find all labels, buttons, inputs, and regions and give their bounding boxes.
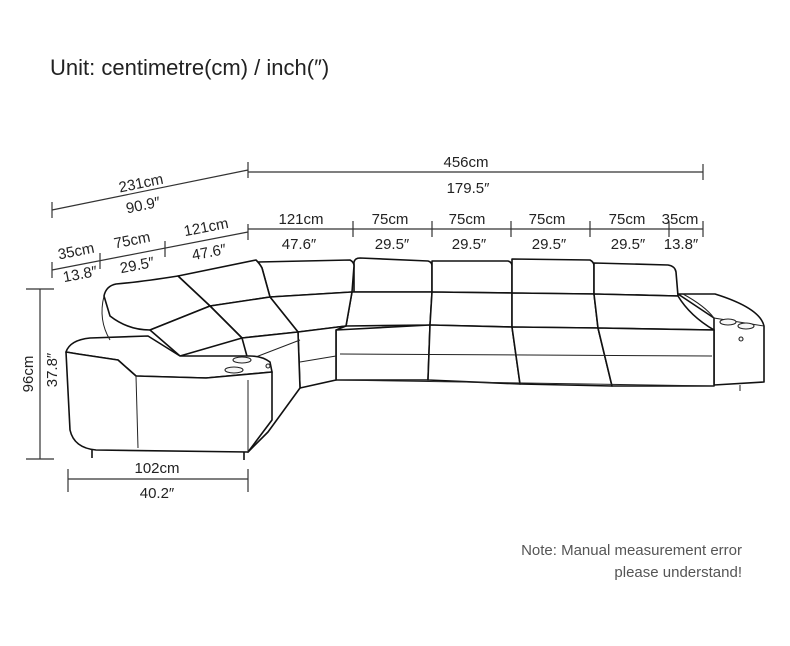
height-cm-label: 96cm [20, 356, 37, 393]
corner-in-label: 47.6″ [282, 236, 317, 253]
seat-back-2 [429, 291, 513, 328]
seat1-cm-label: 75cm [372, 211, 409, 228]
total-width-in-label: 179.5″ [447, 180, 491, 197]
seat-front-1 [335, 324, 431, 381]
note-line-2: please understand! [614, 564, 742, 581]
corner-cm-label: 121cm [278, 211, 323, 228]
right-arm-cm-label: 35cm [662, 211, 699, 228]
seat2-in-label: 29.5″ [452, 236, 487, 253]
left-cup-holder-1 [232, 356, 252, 364]
back-cushion-3 [511, 258, 595, 295]
seat3-cm-label: 75cm [529, 211, 566, 228]
unit-title: Unit: centimetre(cm) / inch(″) [50, 55, 329, 81]
unit-label: Unit: [50, 55, 96, 80]
left-arm-in-label: 13.8″ [62, 263, 100, 286]
sectional-sofa [65, 257, 765, 460]
measurement-note: Note: Manual measurement error please un… [521, 540, 742, 584]
left-button [265, 363, 271, 369]
left-segment-dimension [51, 224, 249, 278]
seat-front-3 [511, 326, 613, 387]
seat-back-3 [511, 292, 599, 329]
left-depth-dimension [51, 162, 249, 218]
left-arm-front [65, 351, 273, 453]
seat-back-1 [345, 291, 433, 327]
total-width-cm-label: 456cm [443, 154, 488, 171]
left-seat-cm-label: 75cm [113, 229, 152, 253]
left-seat-in-label: 29.5″ [119, 254, 157, 277]
note-line-1: Note: Manual measurement error [521, 542, 742, 559]
left-depth-cm-label: 231cm [117, 171, 165, 197]
back-cushion-1 [353, 257, 433, 293]
total-width-dimension [248, 164, 704, 180]
front-width-dimension [67, 469, 249, 492]
right-arm-console [677, 293, 765, 386]
seat-front-4 [597, 327, 715, 387]
back-cushion-4 [593, 262, 679, 297]
segment-width-dimension [248, 221, 704, 237]
corner-back-cushion [257, 259, 355, 298]
back-cushion-2 [431, 260, 513, 294]
seat2-cm-label: 75cm [449, 211, 486, 228]
left-back-cushion-1 [177, 259, 271, 307]
left-depth-in-label: 90.9″ [124, 194, 162, 218]
seat4-cm-label: 75cm [609, 211, 646, 228]
left-cup-holder-2 [224, 366, 244, 374]
right-cup-holder-2 [737, 322, 755, 330]
height-in-label: 37.8″ [44, 352, 61, 387]
height-dimension [26, 288, 54, 460]
left-corner-in-label: 47.6″ [191, 241, 229, 264]
left-arm-cm-label: 35cm [57, 240, 96, 264]
unit-text: centimetre(cm) / inch(″) [101, 55, 330, 80]
right-cup-holder-1 [719, 318, 737, 326]
front-width-in-label: 40.2″ [140, 485, 175, 502]
front-width-cm-label: 102cm [134, 460, 179, 477]
right-button [738, 336, 744, 342]
right-arm-in-label: 13.8″ [664, 236, 699, 253]
seat3-in-label: 29.5″ [532, 236, 567, 253]
seat4-in-label: 29.5″ [611, 236, 646, 253]
seat1-in-label: 29.5″ [375, 236, 410, 253]
